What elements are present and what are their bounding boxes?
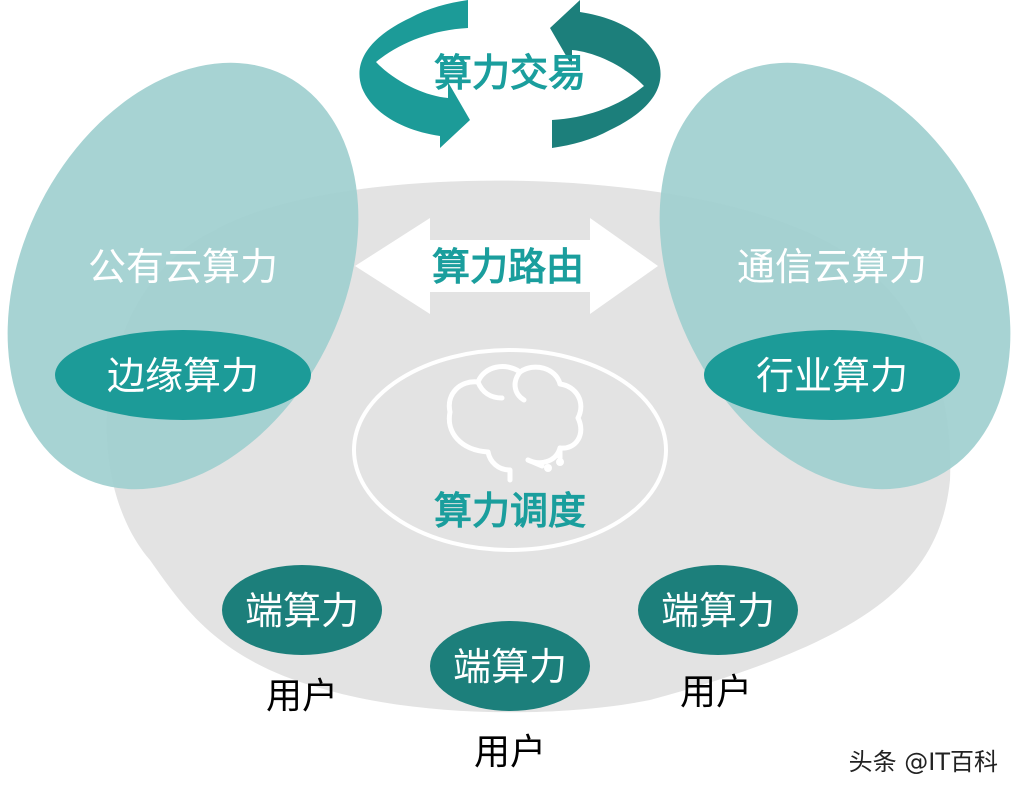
edge-pill — [55, 330, 311, 420]
watermark-text: 头条 @IT百科 — [849, 748, 998, 776]
edge-label: 边缘算力 — [107, 354, 259, 398]
terminal-label: 端算力 — [453, 645, 567, 689]
scheduling-ring — [352, 348, 668, 552]
brain-icon — [446, 364, 584, 483]
trade-arrow-left-icon — [359, 0, 470, 148]
terminal-node — [638, 565, 798, 655]
user-label: 用户 — [680, 672, 752, 713]
industry-label: 行业算力 — [756, 354, 908, 398]
trade-arrow-right-icon — [550, 0, 661, 148]
terminal-label: 端算力 — [245, 589, 359, 633]
user-label: 用户 — [474, 732, 546, 773]
telecom-cloud-label: 通信云算力 — [737, 245, 927, 289]
terminal-label: 端算力 — [661, 589, 775, 633]
routing-double-arrow-icon — [355, 218, 658, 314]
terminal-node — [222, 565, 382, 655]
scheduling-label: 算力调度 — [434, 489, 586, 533]
public-cloud-label: 公有云算力 — [88, 245, 278, 289]
routing-label: 算力路由 — [432, 245, 584, 289]
industry-pill — [704, 330, 960, 420]
user-label: 用户 — [266, 676, 338, 717]
terminal-node — [430, 621, 590, 711]
trade-cycle-arrows — [359, 0, 661, 148]
trade-label: 算力交易 — [434, 51, 586, 95]
